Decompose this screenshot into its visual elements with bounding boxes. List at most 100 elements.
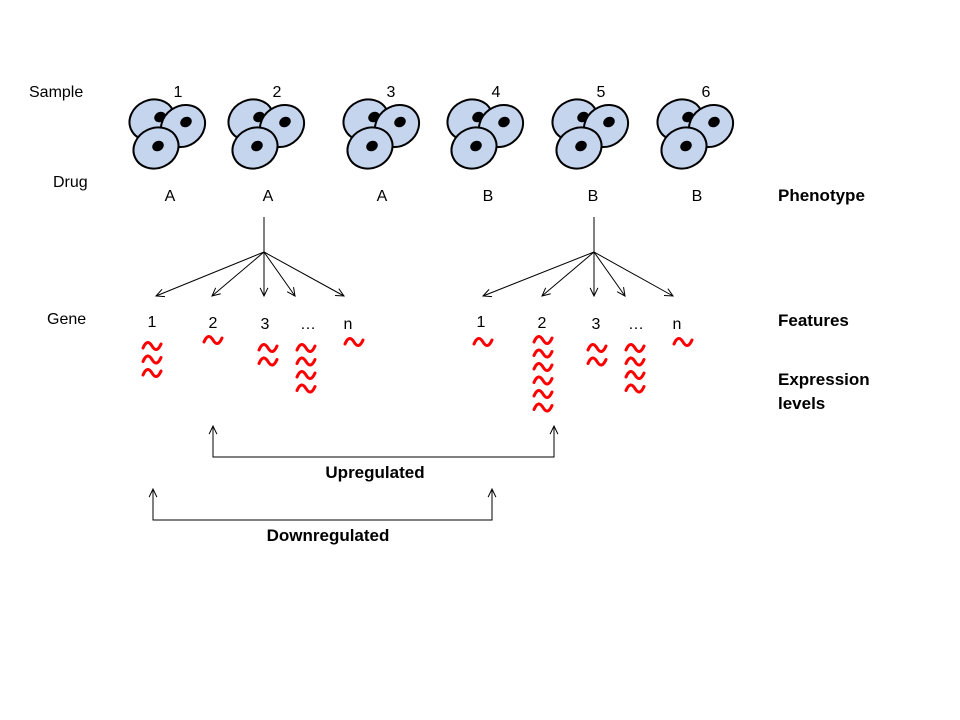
drug-label: A xyxy=(164,188,176,205)
expression-wave xyxy=(672,337,694,347)
cell-nucleus xyxy=(180,116,192,128)
expression-wave xyxy=(532,375,554,386)
gene-arrow xyxy=(482,251,595,297)
expression-wave xyxy=(295,343,317,353)
gene-label: 2 xyxy=(208,315,218,332)
gene-arrow xyxy=(211,251,265,297)
drug-label: A xyxy=(262,188,274,205)
expression-wave xyxy=(141,368,163,378)
cell-nucleus xyxy=(708,116,720,128)
arrow-head xyxy=(481,289,493,298)
gene-expression-stack xyxy=(202,335,224,345)
cell-cluster xyxy=(128,98,207,170)
cell-nucleus xyxy=(470,140,482,152)
expression-wave xyxy=(624,343,646,353)
expression-wave xyxy=(141,354,163,365)
sample-number: 3 xyxy=(386,84,396,101)
cell-nucleus xyxy=(394,116,406,128)
arrow-head xyxy=(211,287,221,297)
expression-wave xyxy=(472,337,494,347)
cell-cluster xyxy=(227,98,306,170)
arrow-head xyxy=(541,287,551,297)
cell-nucleus xyxy=(251,140,263,152)
expression-wave xyxy=(624,356,646,367)
expression-wave xyxy=(624,383,646,394)
gene-label: 1 xyxy=(476,314,486,331)
cell-nucleus xyxy=(575,140,587,152)
expression-wave xyxy=(532,402,554,413)
cell-nucleus xyxy=(603,116,615,128)
expression-wave xyxy=(586,343,608,353)
gene-label: n xyxy=(672,316,682,333)
gene-label: … xyxy=(628,316,644,333)
gene-label: n xyxy=(343,316,353,333)
gene-expression-stack xyxy=(257,343,279,367)
gene-arrow-fan xyxy=(154,217,346,298)
expression-wave xyxy=(257,356,279,367)
gene-expression-stack xyxy=(586,343,608,367)
sample-number: 5 xyxy=(596,84,606,101)
arrow-head xyxy=(148,487,158,498)
gene-row-label: Gene xyxy=(47,311,87,328)
arrow-head xyxy=(549,424,559,435)
gene-label: 3 xyxy=(260,316,270,333)
sample-number: 4 xyxy=(491,84,501,101)
arrow-head xyxy=(616,287,626,297)
arrow-head xyxy=(154,288,166,298)
sample-row-label: Sample xyxy=(29,84,84,101)
phenotype-label: Phenotype xyxy=(778,186,865,205)
sample-number: 6 xyxy=(701,84,711,101)
arrow-head xyxy=(259,287,269,298)
gene-label: … xyxy=(300,316,316,333)
drug-row-label: Drug xyxy=(53,174,88,191)
expression-wave xyxy=(532,348,554,359)
gene-arrows xyxy=(154,217,675,298)
expression-wave xyxy=(295,383,317,394)
gene-expression-stack xyxy=(672,337,694,347)
bracket-line xyxy=(212,426,555,458)
sample-number: 2 xyxy=(272,84,282,101)
upregulated-bracket xyxy=(208,424,559,458)
expression-wave xyxy=(343,337,365,347)
gene-arrow-fan xyxy=(481,217,675,298)
gene-label: 3 xyxy=(591,316,601,333)
gene-arrow xyxy=(541,251,595,297)
drug-label: B xyxy=(691,188,703,205)
cell-nucleus xyxy=(279,116,291,128)
cell-nucleus xyxy=(152,140,164,152)
expression-wave xyxy=(586,356,608,367)
expression-wave xyxy=(532,389,554,399)
sample-number: 1 xyxy=(173,84,183,101)
drug-label: A xyxy=(376,188,388,205)
cell-nucleus xyxy=(366,140,378,152)
expression-wave xyxy=(532,335,554,345)
expression-wave xyxy=(141,341,163,351)
arrow-head xyxy=(589,287,599,298)
expression-wave xyxy=(532,362,554,372)
expression-wave xyxy=(257,343,279,353)
cell-cluster xyxy=(342,98,421,170)
gene-arrow xyxy=(263,251,296,297)
drug-label: B xyxy=(587,188,599,205)
arrow-head xyxy=(487,487,497,498)
gene-arrow xyxy=(593,251,626,297)
gene-expression-stack xyxy=(295,343,317,394)
cell-nucleus xyxy=(498,116,510,128)
cell-cluster xyxy=(656,98,735,170)
expression-wave xyxy=(295,356,317,367)
expression-wave xyxy=(624,370,646,380)
gene-expression-stack xyxy=(532,335,554,413)
gene-expression-stack xyxy=(472,337,494,347)
downregulated-bracket xyxy=(148,487,497,521)
cell-nucleus xyxy=(680,140,692,152)
cell-clusters xyxy=(128,98,735,170)
cell-cluster xyxy=(446,98,525,170)
regulation-brackets xyxy=(148,424,559,521)
cell-cluster xyxy=(551,98,630,170)
downregulated-label: Downregulated xyxy=(266,526,390,545)
drug-label: B xyxy=(482,188,494,205)
gene-arrow xyxy=(263,251,345,297)
expression-wave xyxy=(202,335,224,345)
